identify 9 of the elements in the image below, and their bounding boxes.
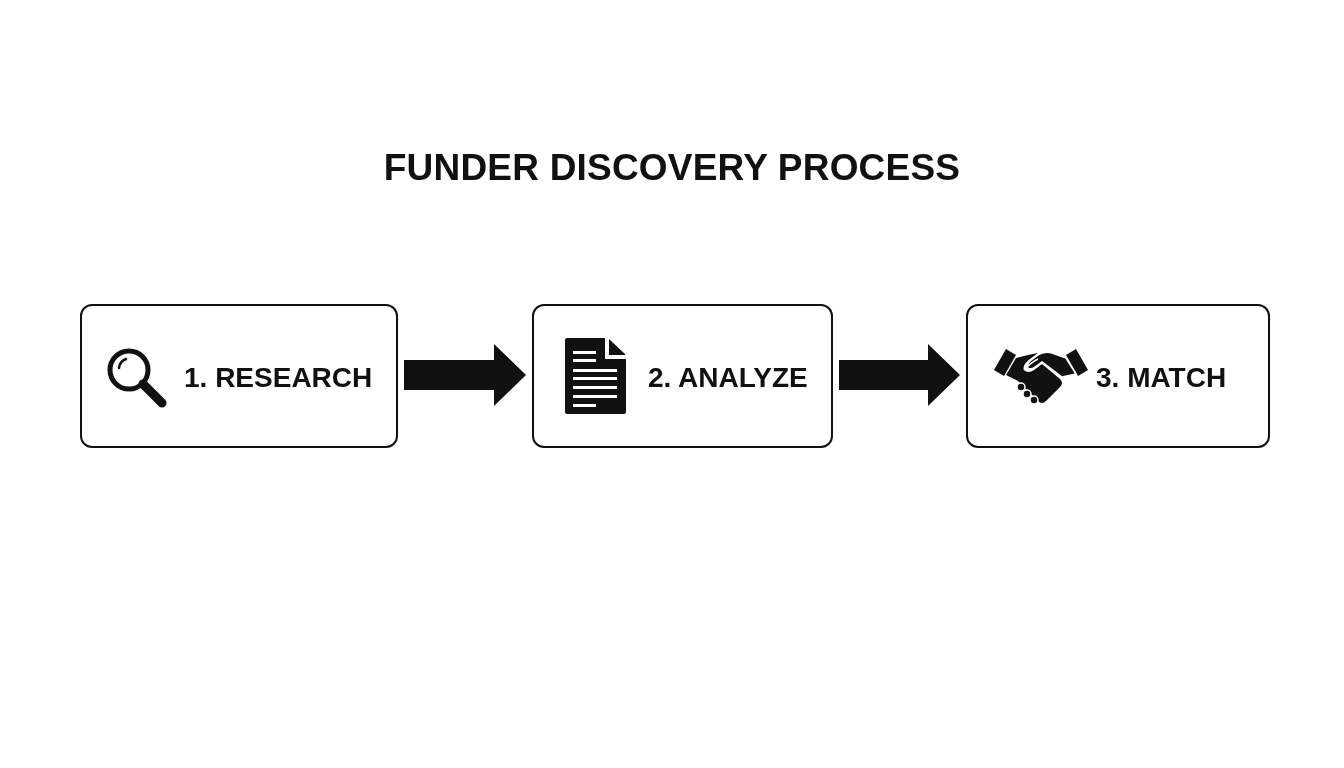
diagram-title: FUNDER DISCOVERY PROCESS <box>383 146 961 190</box>
step-box <box>80 304 398 448</box>
step-label: 2. ANALYZE <box>648 362 808 394</box>
step-label: 3. MATCH <box>1096 362 1227 394</box>
arrow <box>404 344 526 406</box>
step-box <box>532 304 833 448</box>
step-label: 1. RESEARCH <box>184 362 373 394</box>
step-box <box>966 304 1270 448</box>
arrow <box>839 344 960 406</box>
